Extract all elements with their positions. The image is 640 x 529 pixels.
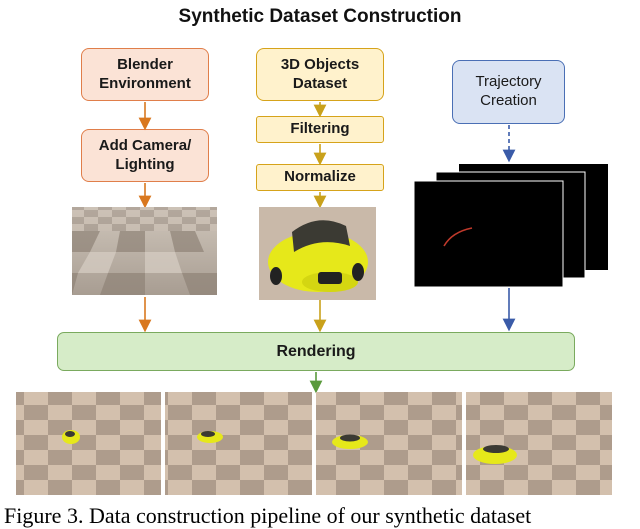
checkerboard-floor-image [72, 207, 217, 295]
figure-caption: Figure 3. Data construction pipeline of … [4, 503, 640, 529]
rendered-frame-3 [316, 392, 462, 495]
trajectory-frames-image [414, 164, 608, 287]
yellow-car-image [259, 207, 376, 300]
rendered-frame-4 [466, 392, 612, 495]
rendered-frame-1 [16, 392, 161, 495]
rendered-frame-2 [165, 392, 312, 495]
